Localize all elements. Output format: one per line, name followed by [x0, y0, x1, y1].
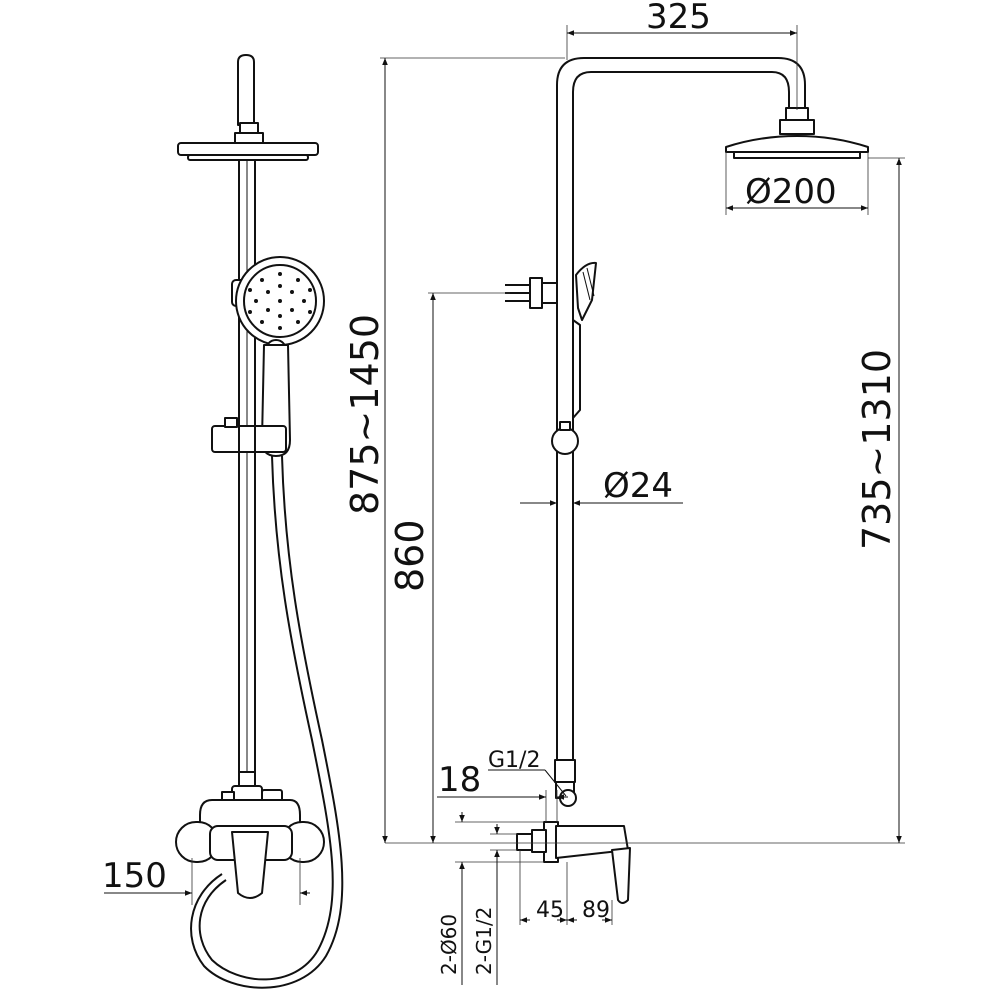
- side-head-nut: [779, 119, 815, 135]
- side-slide-knob: [551, 427, 579, 455]
- side-hand-shower-handle: [572, 319, 581, 419]
- head-height-label: 735~1310: [855, 349, 899, 550]
- side-inlet-thread: [516, 833, 533, 851]
- arm-reach-label: 325: [646, 0, 711, 37]
- valve-width-label: 150: [102, 856, 167, 896]
- shower-arm-outer: [556, 57, 806, 790]
- side-slide-knob-cap: [559, 421, 571, 431]
- side-overhead-shower: [725, 135, 869, 153]
- riser-top-cap: [237, 54, 255, 126]
- shower-hose-outer: [198, 455, 334, 981]
- side-view: 325 Ø200 875~1450 860 735~1310 Ø24 G1/2: [343, 0, 905, 985]
- total-height-label: 875~1450: [343, 314, 387, 515]
- hand-shower-face: [243, 264, 317, 338]
- side-valve-lever: [611, 847, 631, 904]
- head-nut: [234, 132, 264, 144]
- side-lower-connector: [554, 759, 576, 783]
- bracket-knob: [224, 417, 238, 428]
- side-inlet-knob: [559, 789, 577, 807]
- sliding-bracket: [211, 425, 287, 453]
- inlet-leader-line: [544, 769, 567, 797]
- outlet-thread-label: 2-G1/2: [472, 907, 496, 975]
- shower-hose-inner: [190, 455, 344, 989]
- side-hand-shower-head: [575, 261, 597, 321]
- overhead-shower-plate: [177, 142, 319, 156]
- bracket-clamp: [541, 282, 558, 304]
- head-diameter-label: Ø200: [745, 172, 837, 212]
- side-overhead-nozzles: [733, 151, 861, 159]
- head-connector: [239, 122, 259, 134]
- bracket-plate: [529, 277, 543, 309]
- wall-depth-b-label: 89: [582, 898, 610, 923]
- inlet-offset-label: 18: [438, 760, 481, 800]
- wall-depth-a-label: 45: [536, 898, 564, 923]
- bracket-height-label: 860: [388, 519, 432, 592]
- pipe-diameter-label: Ø24: [603, 466, 673, 506]
- mixer-lever: [231, 831, 269, 899]
- front-view: 150: [102, 54, 344, 989]
- flange-diameter-label: 2-Ø60: [437, 914, 461, 975]
- wall-bracket: [505, 277, 558, 309]
- inlet-thread-label: G1/2: [488, 748, 540, 773]
- hand-shower-nozzles: [248, 272, 312, 330]
- lower-connector: [238, 771, 256, 787]
- side-eccentric: [531, 829, 547, 853]
- shower-arm-inner: [572, 71, 790, 790]
